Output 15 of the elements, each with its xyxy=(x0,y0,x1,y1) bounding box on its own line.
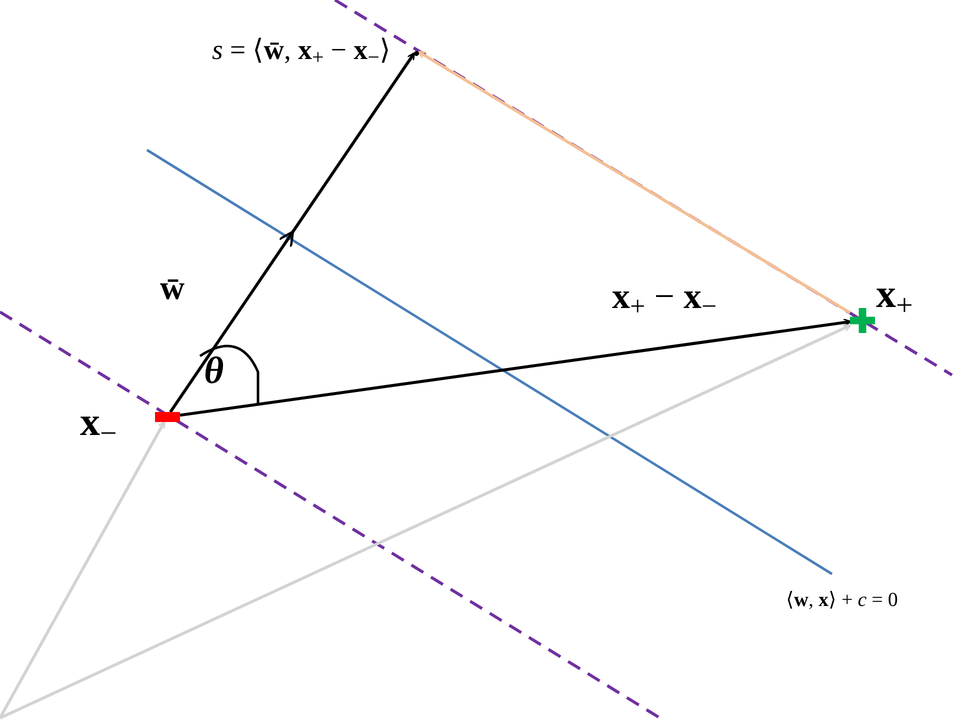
arrow xyxy=(0,324,852,720)
point-label: x$_{+}$ xyxy=(876,272,913,316)
point-marker xyxy=(414,51,419,56)
angle-label: θ xyxy=(204,352,224,390)
point-label: x$_{−}$ xyxy=(80,400,117,444)
minus-marker xyxy=(155,412,180,422)
arrow xyxy=(418,50,851,314)
edge-label: x$_{+}$ − x$_{−}$ xyxy=(612,278,717,314)
arrow xyxy=(0,420,166,719)
arrow xyxy=(180,318,852,417)
plus-marker xyxy=(850,308,875,333)
hyperplane-equation: ⟨w, x⟩ + c = 0 xyxy=(786,590,898,610)
point-label: s = ⟨w̄, x$_{+}$ − x$_{−}$⟩ xyxy=(212,34,390,68)
edge-label: w̄ xyxy=(160,272,185,306)
arrow xyxy=(169,52,416,413)
